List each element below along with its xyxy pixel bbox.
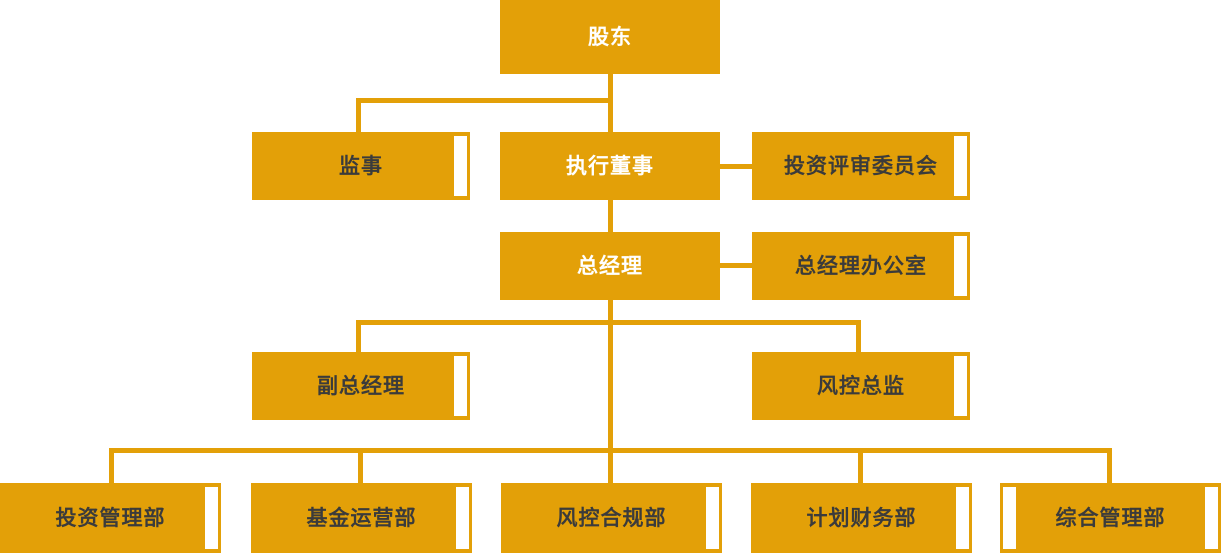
node-notch xyxy=(706,487,719,549)
node-investment-review-committee[interactable]: 投资评审委员会 xyxy=(752,132,970,200)
node-label-executive-director: 执行董事 xyxy=(566,154,654,178)
node-shareholders[interactable]: 股东 xyxy=(500,0,720,74)
node-supervisor[interactable]: 监事 xyxy=(252,132,470,200)
node-label-general-manager: 总经理 xyxy=(577,254,643,278)
node-general-manager[interactable]: 总经理 xyxy=(500,232,720,300)
node-notch xyxy=(454,356,467,416)
node-label-supervisor: 监事 xyxy=(339,154,383,178)
connector-to-risk-compliance-dept xyxy=(608,448,613,483)
node-label-fund-operations-dept: 基金运营部 xyxy=(306,506,417,530)
node-label-risk-control-director: 风控总监 xyxy=(817,374,905,398)
node-notch xyxy=(956,487,969,549)
node-notch xyxy=(454,136,467,196)
node-label-shareholders: 股东 xyxy=(588,25,632,49)
node-label-investment-mgmt-dept: 投资管理部 xyxy=(55,506,166,530)
connector-to-planning-finance-dept xyxy=(858,448,863,483)
node-investment-mgmt-dept[interactable]: 投资管理部 xyxy=(0,483,221,553)
node-notch xyxy=(954,356,967,416)
node-executive-director[interactable]: 执行董事 xyxy=(500,132,720,200)
node-label-planning-finance-dept: 计划财务部 xyxy=(806,506,917,530)
connector-gm-down xyxy=(608,298,613,324)
connector-director-to-gm xyxy=(608,198,613,234)
connector-shareholders-down xyxy=(608,74,613,100)
node-gm-office[interactable]: 总经理办公室 xyxy=(752,232,970,300)
node-fund-operations-dept[interactable]: 基金运营部 xyxy=(251,483,472,553)
node-label-gm-office: 总经理办公室 xyxy=(795,254,927,278)
connector-to-fund-operations-dept xyxy=(358,448,363,483)
node-notch xyxy=(205,487,218,549)
node-label-risk-compliance-dept: 风控合规部 xyxy=(556,506,667,530)
connector-gm-down-to-departments xyxy=(608,320,613,450)
node-notch xyxy=(1205,487,1218,549)
node-notch xyxy=(1003,487,1016,549)
connector-gm-to-office xyxy=(720,263,753,268)
connector-to-executive-director xyxy=(608,98,613,134)
node-planning-finance-dept[interactable]: 计划财务部 xyxy=(751,483,972,553)
connector-row1-bus xyxy=(356,98,611,103)
connector-to-supervisor xyxy=(356,98,361,134)
connector-to-deputy-gm xyxy=(356,320,361,353)
connector-to-investment-mgmt-dept xyxy=(109,448,114,483)
connector-to-general-admin-dept xyxy=(1107,448,1112,483)
node-label-general-admin-dept: 综合管理部 xyxy=(1055,506,1166,530)
node-risk-compliance-dept[interactable]: 风控合规部 xyxy=(501,483,722,553)
node-notch xyxy=(456,487,469,549)
node-risk-control-director[interactable]: 风控总监 xyxy=(752,352,970,420)
node-notch xyxy=(954,236,967,296)
node-deputy-general-manager[interactable]: 副总经理 xyxy=(252,352,470,420)
connector-to-risk-director xyxy=(856,320,861,353)
node-notch xyxy=(954,136,967,196)
connector-director-to-committee xyxy=(720,164,753,169)
node-general-admin-dept[interactable]: 综合管理部 xyxy=(1000,483,1221,553)
node-label-deputy-general-manager: 副总经理 xyxy=(317,374,405,398)
node-label-investment-review-committee: 投资评审委员会 xyxy=(784,154,938,178)
